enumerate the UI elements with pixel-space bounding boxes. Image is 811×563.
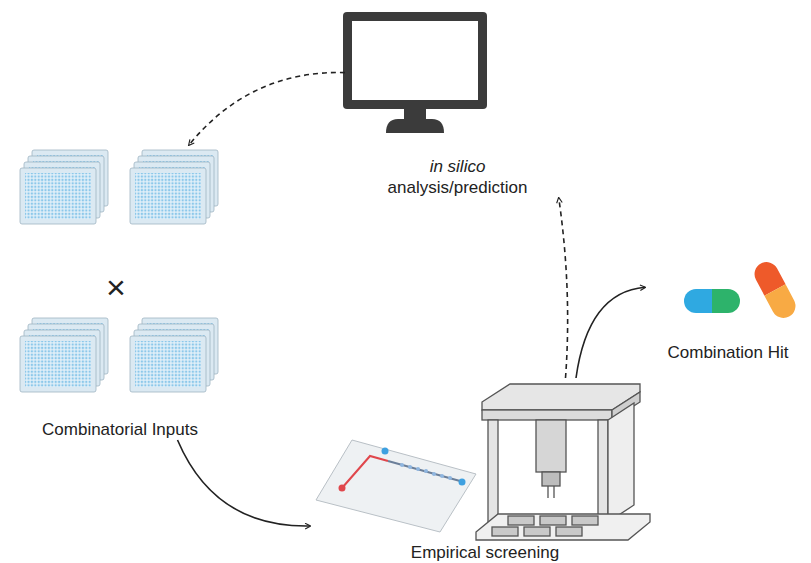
times-sign: × <box>106 270 126 304</box>
screening-node: Empirical screening <box>310 378 660 563</box>
hit-node: Combination Hit <box>645 250 811 363</box>
node-label: in silico <box>427 156 489 177</box>
liquid-handling-robot <box>476 384 650 540</box>
computer-node: in silicoanalysis/prediction <box>345 8 570 198</box>
node-label: Combination Hit <box>665 342 792 363</box>
solid-arrow <box>178 440 311 526</box>
microfluidic-chip <box>316 440 476 532</box>
node-label: Empirical screening <box>408 542 562 563</box>
dashed-arrow <box>189 73 345 145</box>
solid-arrow <box>576 287 645 378</box>
node-label: analysis/prediction <box>385 177 531 198</box>
dashed-arrow <box>559 198 568 378</box>
well-plates <box>20 150 218 392</box>
pill-capsules <box>684 258 800 322</box>
node-label: Combinatorial Inputs <box>39 419 201 440</box>
computer-monitor <box>343 12 487 133</box>
